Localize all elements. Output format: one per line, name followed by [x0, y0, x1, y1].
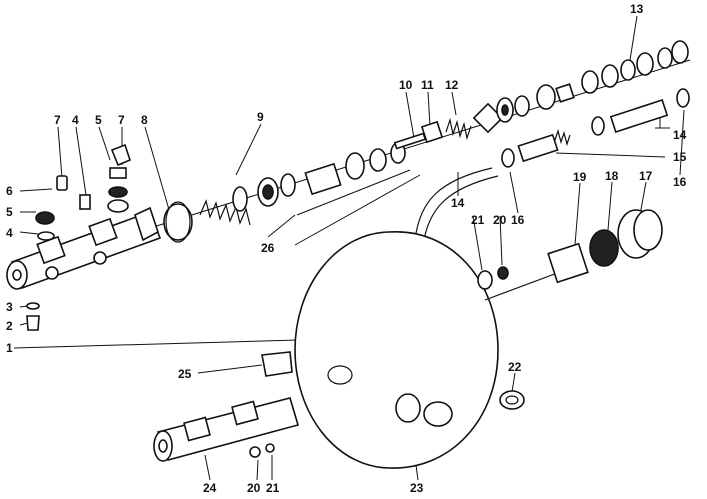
callout-21-lower: 21 — [266, 481, 280, 495]
callout-19: 19 — [573, 170, 587, 184]
callout-23: 23 — [410, 481, 424, 495]
callout-22: 22 — [508, 360, 522, 374]
callout-20-lower: 20 — [247, 481, 261, 495]
callout-5-upper: 5 — [95, 113, 102, 127]
callout-7-right: 7 — [118, 113, 125, 127]
brake-booster — [294, 231, 499, 469]
callout-8: 8 — [141, 113, 148, 127]
callout-13: 13 — [630, 2, 644, 16]
callout-18: 18 — [605, 169, 619, 183]
reservoir-fittings — [26, 143, 131, 331]
callout-16-right: 16 — [673, 175, 687, 189]
callout-24: 24 — [203, 481, 217, 495]
callout-25: 25 — [178, 367, 192, 381]
callout-12: 12 — [445, 78, 459, 92]
callout-2: 2 — [6, 319, 13, 333]
callout-9: 9 — [257, 110, 264, 124]
callout-15: 15 — [673, 150, 687, 164]
callout-numbers: 1 2 3 4 4 5 5 6 7 7 8 9 10 11 12 13 14 1… — [6, 2, 687, 495]
valve-parts-row — [501, 88, 690, 168]
callout-26: 26 — [261, 241, 275, 255]
master-cylinder-upper — [6, 203, 193, 290]
callout-6: 6 — [6, 184, 13, 198]
callout-4-lower: 4 — [6, 226, 13, 240]
callout-21-upper: 21 — [471, 213, 485, 227]
callout-17: 17 — [639, 169, 653, 183]
callout-14-hose: 14 — [451, 196, 465, 210]
callout-1: 1 — [6, 341, 13, 355]
booster-rear-parts — [477, 209, 663, 301]
callout-7-left: 7 — [54, 113, 61, 127]
callout-10: 10 — [399, 78, 413, 92]
callout-3: 3 — [6, 300, 13, 314]
callout-14-right: 14 — [673, 128, 687, 142]
upper-parts-row — [199, 40, 689, 226]
callout-20-upper: 20 — [493, 213, 507, 227]
master-cylinder-lower — [153, 397, 300, 462]
o-ring — [165, 201, 191, 243]
callout-4-upper: 4 — [72, 113, 79, 127]
callout-11: 11 — [421, 78, 434, 92]
callout-5-lower: 5 — [6, 205, 13, 219]
callout-16-mid: 16 — [511, 213, 525, 227]
seal-ring-inner — [505, 395, 519, 405]
mounting-bracket — [261, 351, 293, 377]
seal-ring — [499, 390, 525, 410]
